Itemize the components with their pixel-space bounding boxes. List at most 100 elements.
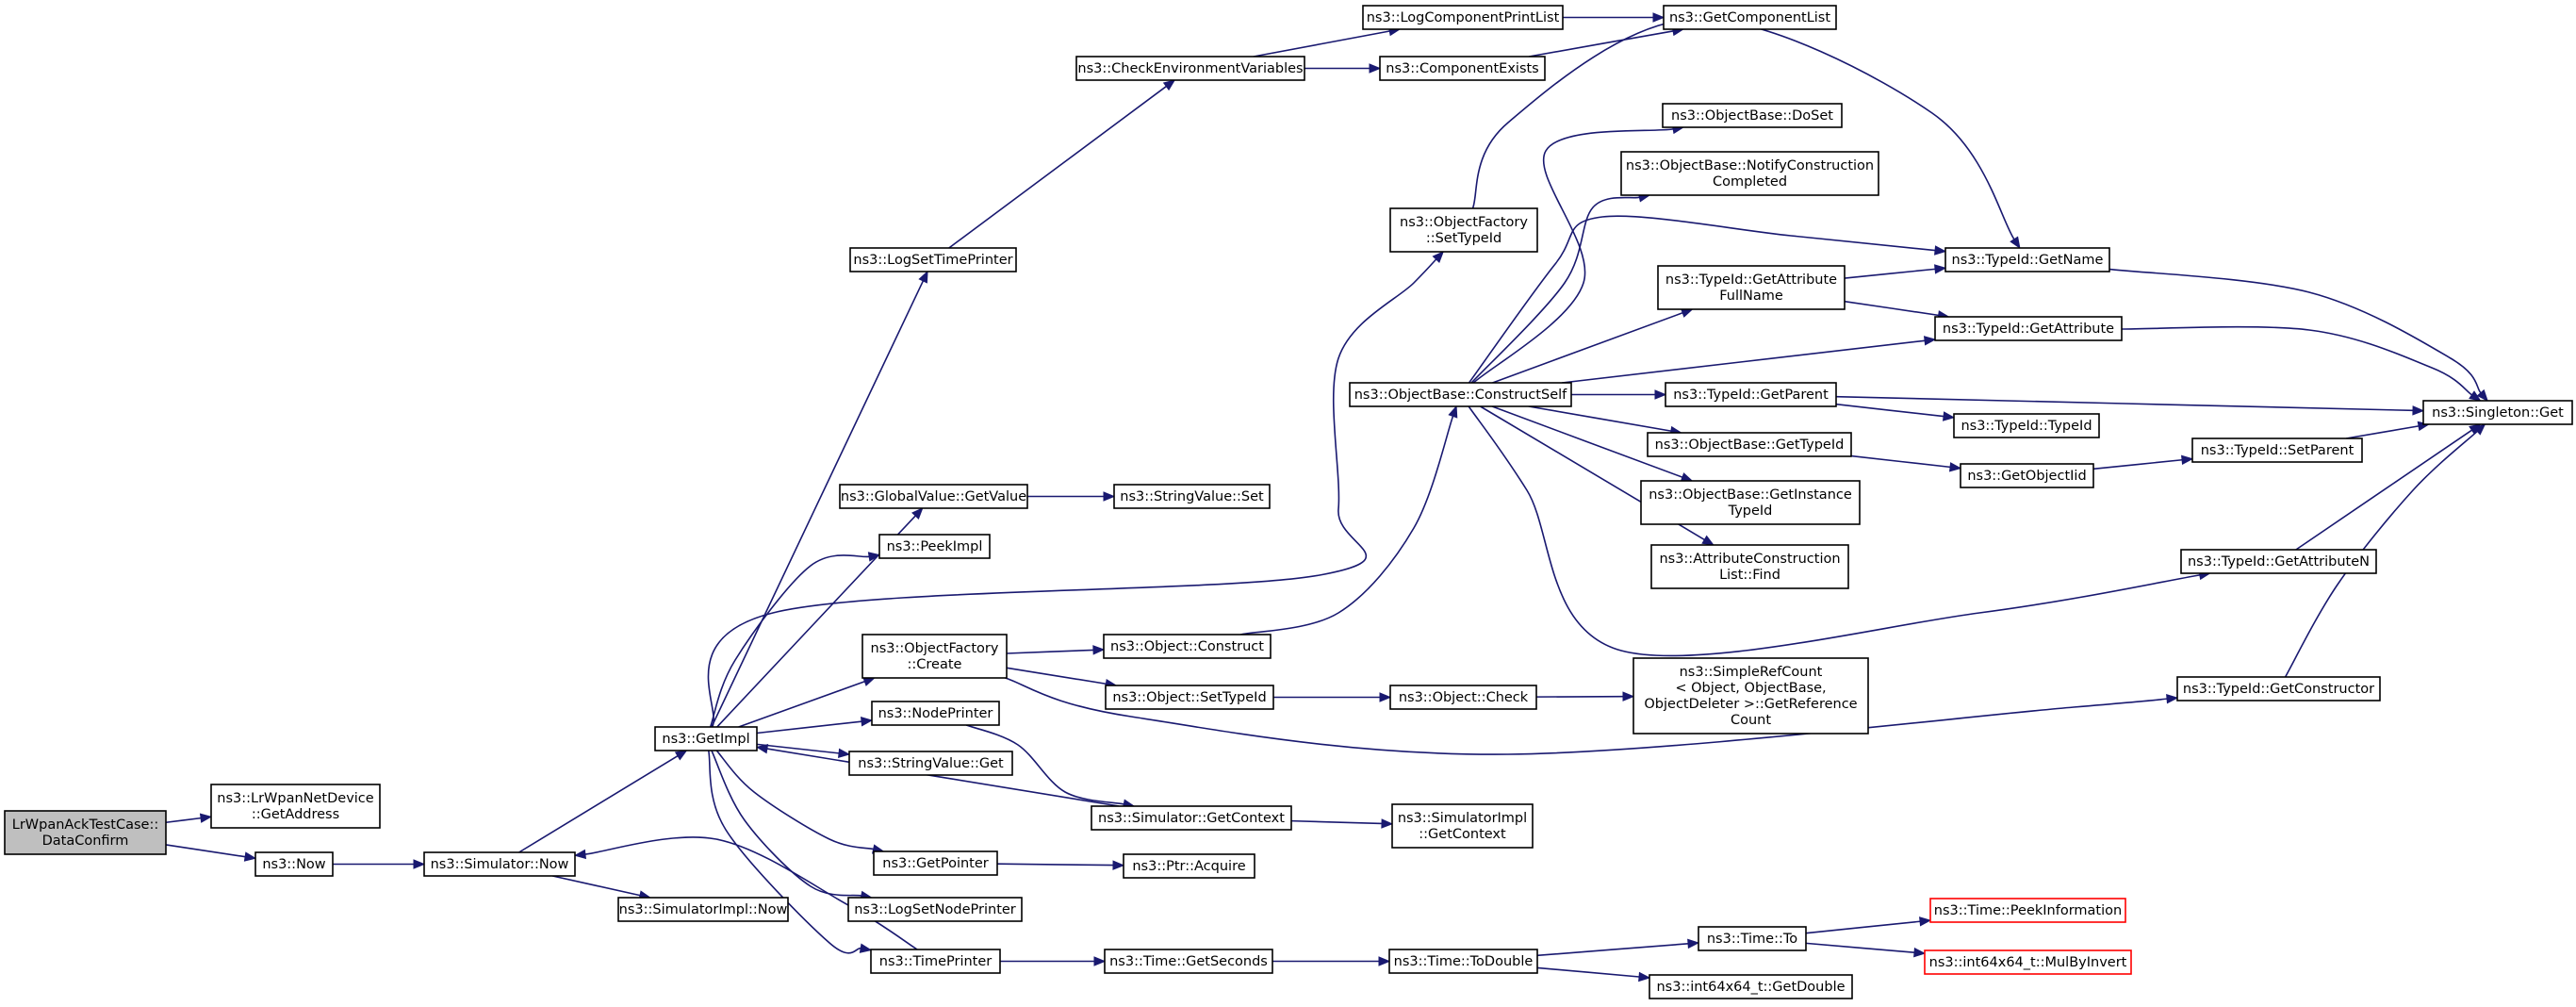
arrowhead [859,943,873,953]
arrowhead [2412,405,2425,416]
edge-line [709,554,870,728]
edge-logsettimeprinter-to-checkenv [948,79,1176,249]
node-typeidsetparent[interactable]: ns3::TypeId::SetParent [2191,437,2363,463]
node-simimplnow[interactable]: ns3::SimulatorImpl::Now [617,897,789,922]
node-typeidgetattributen[interactable]: ns3::TypeId::GetAttributeN [2180,549,2377,574]
call-nodes: LrWpanAckTestCase::DataConfirm ns3::LrWpa… [4,5,2573,999]
node-typeidgetparent[interactable]: ns3::TypeId::GetParent [1665,382,1837,407]
node-ofcreate[interactable]: ns3::ObjectFactory::Create [861,634,1008,679]
node-constructself[interactable]: ns3::ObjectBase::ConstructSelf [1349,382,1572,407]
node-timeto[interactable]: ns3::Time::To [1698,926,1807,951]
node-getimpl[interactable]: ns3::GetImpl [654,726,758,751]
node-box [1633,657,1869,735]
arrowhead [674,750,688,761]
node-box [617,897,789,922]
node-mulbyinvert[interactable]: ns3::int64x64_t::MulByInvert [1924,949,2132,975]
node-timegetseconds[interactable]: ns3::Time::GetSeconds [1104,949,1273,974]
node-label: ns3::AttributeConstruction [1659,552,1840,567]
node-singletonget[interactable]: ns3::Singleton::Get [2422,400,2573,425]
edge-line [2121,325,2472,396]
node-objsettypeid[interactable]: ns3::Object::SetTypeId [1105,685,1274,710]
node-stringvalueset[interactable]: ns3::StringValue::Set [1113,484,1271,509]
arrowhead [1638,971,1651,982]
node-label: ns3::ObjectBase::GetTypeId [1655,437,1845,453]
edge-line [165,844,246,858]
node-label: ns3::Object::Check [1399,690,1529,705]
node-box [1650,544,1849,589]
node-ofsettypeid[interactable]: ns3::ObjectFactory::SetTypeId [1389,207,1538,253]
node-box [654,726,758,751]
node-now[interactable]: ns3::Now [254,851,334,877]
node-label: ns3::SimulatorImpl [1398,811,1527,826]
edge-checkenv-to-logcompprintlist [1253,25,1402,58]
node-label: DataConfirm [42,834,129,849]
node-compexists[interactable]: ns3::ComponentExists [1379,56,1546,81]
node-simgetcontext[interactable]: ns3::Simulator::GetContext [1091,805,1292,831]
node-notifyconstruction[interactable]: ns3::ObjectBase::NotifyConstructionCompl… [1620,151,1879,196]
node-timetodouble[interactable]: ns3::Time::ToDouble [1388,949,1538,974]
edge-timetodouble-to-timeto [1536,938,1700,957]
node-objcheck[interactable]: ns3::Object::Check [1389,685,1537,710]
node-stringvalueget[interactable]: ns3::StringValue::Get [848,751,1013,776]
arrowhead [1379,692,1392,702]
edge-simgetcontext-to-getimpl [755,743,1120,807]
arrowhead [1432,251,1445,263]
node-getpointer[interactable]: ns3::GetPointer [873,850,998,876]
node-peekimpl[interactable]: ns3::PeekImpl [878,534,991,559]
node-box [1362,5,1564,30]
node-root[interactable]: LrWpanAckTestCase::DataConfirm [4,810,167,855]
node-label: ns3::StringValue::Get [858,756,1004,771]
edge-line [1239,416,1454,636]
node-typeidtypeid[interactable]: ns3::TypeId::TypeId [1953,413,2100,438]
edge-simgetcontext-to-simimplgetcontext [1290,818,1394,829]
node-logsettimeprinter[interactable]: ns3::LogSetTimePrinter [849,247,1017,272]
node-box [848,751,1013,776]
node-getcomplist[interactable]: ns3::GetComponentList [1663,5,1837,30]
node-label: Completed [1713,174,1787,190]
node-timeprinter[interactable]: ns3::TimePrinter [870,949,1001,974]
node-label: ns3::int64x64_t::GetDouble [1656,980,1845,995]
node-typeidgetname[interactable]: ns3::TypeId::GetName [1944,247,2110,272]
node-label: ns3::SimulatorImpl::Now [619,902,788,917]
node-simimplgetcontext[interactable]: ns3::SimulatorImpl::GetContext [1391,803,1534,849]
node-logsetnodeprinter[interactable]: ns3::LogSetNodePrinter [847,897,1023,922]
node-nodeprinter[interactable]: ns3::NodePrinter [871,701,1000,726]
arrowhead [1680,472,1694,482]
node-peekinfo[interactable]: ns3::Time::PeekInformation [1929,898,2126,923]
node-label: ns3::LogComponentPrintList [1367,10,1560,25]
node-simnow[interactable]: ns3::Simulator::Now [423,851,576,877]
node-getobjectiid[interactable]: ns3::GetObjectIid [1960,463,2094,488]
node-label: ns3::GetObjectIid [1967,469,2086,484]
node-label: ns3::GetImpl [662,732,749,747]
node-ptracquire[interactable]: ns3::Ptr::Acquire [1123,853,1255,879]
arrowhead [755,743,769,754]
node-getdouble[interactable]: ns3::int64x64_t::GetDouble [1649,974,1853,999]
edge-line [1805,942,1915,953]
node-logcompprintlist[interactable]: ns3::LogComponentPrintList [1362,5,1564,30]
node-box [1103,634,1272,659]
node-obgettypeid[interactable]: ns3::ObjectBase::GetTypeId [1647,432,1852,457]
node-gvgetvalue[interactable]: ns3::GlobalValue::GetValue [839,484,1028,509]
node-objconstruct[interactable]: ns3::Object::Construct [1103,634,1272,659]
node-simplerefcount[interactable]: ns3::SimpleRefCount< Object, ObjectBase,… [1633,657,1869,735]
node-typeidgetattribute[interactable]: ns3::TypeId::GetAttribute [1934,316,2123,341]
arrowhead [2476,388,2488,402]
node-getaddress[interactable]: ns3::LrWpanNetDevice::GetAddress [210,784,381,829]
node-box [861,634,1008,679]
node-box [210,784,381,829]
arrowhead [1381,818,1394,829]
edge-line [518,755,679,853]
node-label: ns3::TypeId::GetName [1952,253,2104,268]
node-typeidgetconstructor[interactable]: ns3::TypeId::GetConstructor [2176,676,2381,702]
edge-line [1006,667,1107,685]
node-label: ns3::ObjectBase::NotifyConstruction [1626,158,1874,173]
edge-objconstruct-to-constructself [1239,404,1458,636]
node-box [4,810,167,855]
node-doset[interactable]: ns3::ObjectBase::DoSet [1662,103,1843,128]
edge-getimpl-to-timeprinter [707,750,873,954]
edge-timeto-to-mulbyinvert [1805,942,1927,958]
node-checkenv[interactable]: ns3::CheckEnvironmentVariables [1075,56,1305,81]
